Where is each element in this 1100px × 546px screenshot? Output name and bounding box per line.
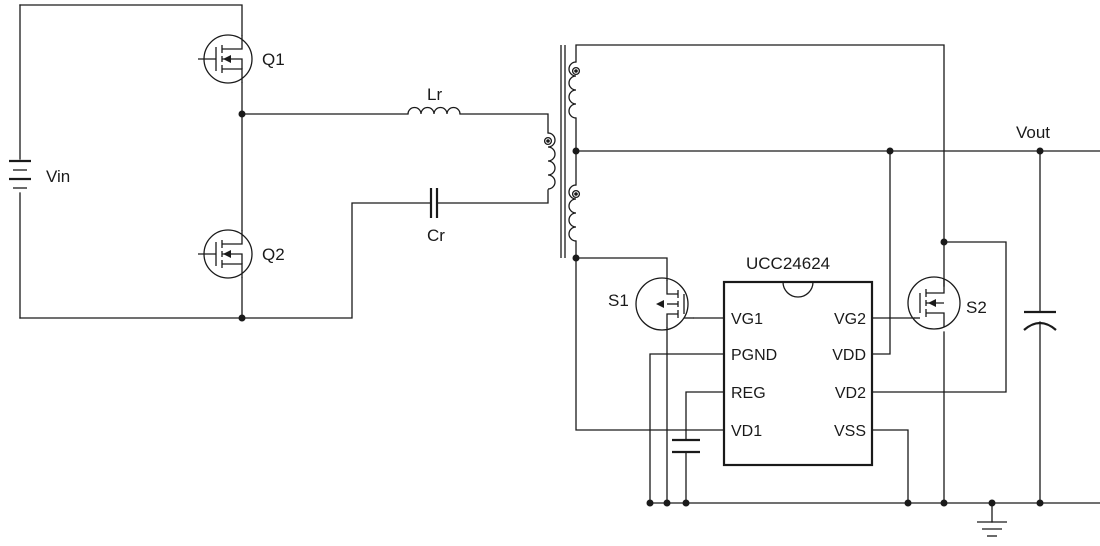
q1-label: Q1 bbox=[262, 50, 285, 69]
s2-label: S2 bbox=[966, 298, 987, 317]
ground-icon bbox=[977, 521, 1007, 537]
pin-pgnd: PGND bbox=[731, 347, 777, 364]
vout-label: Vout bbox=[1016, 123, 1050, 142]
capacitor-output bbox=[1023, 310, 1057, 331]
ic-label: UCC24624 bbox=[746, 254, 830, 273]
q2-label: Q2 bbox=[262, 245, 285, 264]
secondary-wiring bbox=[575, 44, 1100, 523]
inductor-lr: Lr bbox=[407, 85, 461, 115]
lr-label: Lr bbox=[427, 85, 442, 104]
cr-label: Cr bbox=[427, 226, 445, 245]
primary-wiring bbox=[19, 4, 549, 319]
battery-vin: Vin bbox=[9, 159, 70, 189]
capacitor-reg bbox=[672, 438, 700, 454]
mosfet-s1 bbox=[635, 277, 694, 331]
capacitor-cr: Cr bbox=[427, 188, 445, 245]
pin-vss: VSS bbox=[834, 423, 866, 440]
pin-vd1: VD1 bbox=[731, 423, 762, 440]
pin-vg1: VG1 bbox=[731, 311, 763, 328]
mosfet-q1 bbox=[198, 34, 253, 84]
ic-ucc24624: UCC24624 VG1 PGND REG VD1 VG2 VDD VD2 VS… bbox=[722, 254, 874, 467]
pin-vg2: VG2 bbox=[834, 311, 866, 328]
transformer bbox=[543, 45, 581, 258]
pin-reg: REG bbox=[731, 385, 766, 402]
s1-label: S1 bbox=[608, 291, 629, 310]
pin-vd2: VD2 bbox=[835, 385, 866, 402]
mosfet-q2 bbox=[198, 229, 253, 279]
junction-dots bbox=[238, 110, 1044, 507]
mosfet-s2 bbox=[907, 276, 961, 330]
pin-vdd: VDD bbox=[832, 347, 866, 364]
vin-label: Vin bbox=[46, 167, 70, 186]
